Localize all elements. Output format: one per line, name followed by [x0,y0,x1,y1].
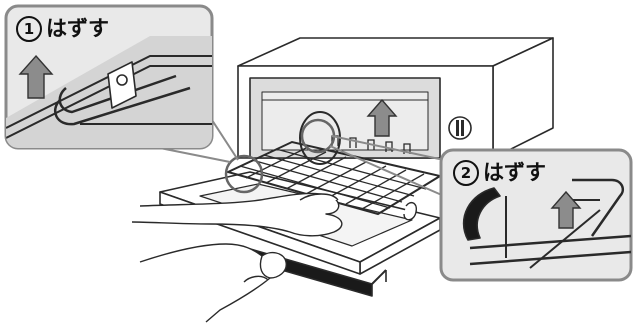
hook-highlight-front [224,154,264,194]
up-arrow-icon [18,54,54,99]
hand-lower [139,243,287,323]
step-number-badge: 1 [16,16,42,42]
up-arrow-icon [366,98,398,137]
timer-knob [448,116,472,140]
callout-step-1 [4,4,214,150]
up-arrow-icon [550,190,582,229]
hand-upper [131,192,418,237]
step-number-badge: 2 [453,160,479,186]
callout-step-2 [439,148,633,282]
step-instruction: はずす [483,160,546,185]
step-instruction: はずす [46,16,109,41]
oven [237,37,554,159]
